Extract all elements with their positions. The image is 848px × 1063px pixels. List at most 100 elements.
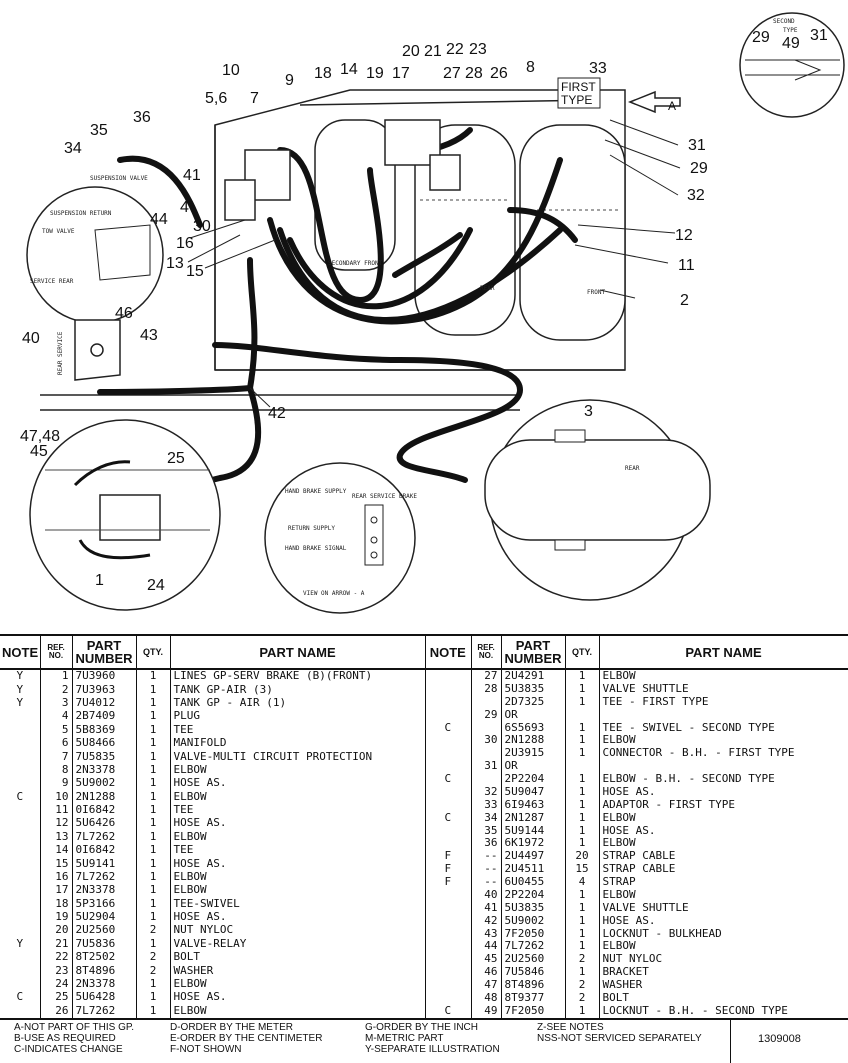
- ref-cell: 47: [471, 979, 502, 992]
- ref-cell: 33: [471, 798, 502, 812]
- part-name-cell: STRAP CABLE: [599, 863, 848, 877]
- ref-cell: 49: [471, 1004, 502, 1018]
- label-front-tank: FRONT: [587, 289, 605, 296]
- part-name-cell: ELBOW: [599, 811, 848, 825]
- part-number-cell: 5U9144: [501, 824, 566, 838]
- part-name-cell: BOLT: [599, 991, 848, 1005]
- note-cell: [425, 837, 472, 851]
- note-cell: [425, 979, 472, 992]
- qty-cell: 1: [565, 824, 600, 838]
- qty-cell: 1: [136, 937, 171, 951]
- callout-1: 1: [95, 572, 104, 589]
- ref-cell: 20: [40, 924, 73, 938]
- note-cell: F: [425, 863, 472, 877]
- note-cell: C: [425, 721, 472, 735]
- part-name-cell: HOSE AS.: [599, 914, 848, 928]
- brake-air-system-diagram: 1 2 3 4 5,6 7 8 9 10 11 12 13 14 15 16 1…: [20, 12, 845, 614]
- qty-cell: 1: [565, 901, 600, 915]
- note-cell: [0, 977, 41, 992]
- bracket-46: [74, 319, 121, 381]
- part-number-cell: 2N3378: [72, 977, 137, 992]
- ref-cell: 29: [471, 708, 502, 722]
- part-number-cell: 2D7325: [501, 695, 566, 709]
- label-suspension-valve: SUSPENSION VALVE: [90, 175, 148, 182]
- callout-7: 7: [250, 90, 259, 107]
- qty-cell: 1: [565, 966, 600, 980]
- ref-cell: 36: [471, 837, 502, 851]
- header-qty: QTY.: [136, 636, 171, 670]
- valve-block: [224, 119, 461, 221]
- ref-cell: 24: [40, 977, 73, 992]
- qty-cell: 1: [565, 798, 600, 812]
- note-cell: C: [425, 773, 472, 786]
- label-rear-tank-detail: REAR: [625, 465, 640, 472]
- qty-cell: 1: [565, 695, 600, 709]
- ref-cell: [471, 773, 502, 786]
- callout-33: 33: [589, 60, 607, 77]
- part-name-cell: HOSE AS.: [599, 824, 848, 838]
- ref-cell: 9: [40, 777, 73, 791]
- label-hand-brake-signal: HAND BRAKE SIGNAL: [285, 545, 347, 552]
- qty-cell: 1: [136, 696, 171, 711]
- part-number-cell: 7U3960: [72, 669, 137, 684]
- part-name-cell: ELBOW: [170, 790, 426, 804]
- ref-cell: --: [471, 863, 502, 877]
- qty-cell: 4: [565, 876, 600, 889]
- callout-14: 14: [340, 61, 358, 78]
- note-cell: [425, 669, 472, 683]
- ref-cell: 44: [471, 940, 502, 954]
- callout-11: 11: [678, 257, 695, 274]
- note-cell: Y: [0, 937, 41, 951]
- label-rear-service-brake: REAR SERVICE BRAKE: [352, 493, 417, 500]
- qty-cell: 1: [565, 773, 600, 786]
- legend-item: G-ORDER BY THE INCH: [365, 1022, 478, 1033]
- qty-cell: 15: [565, 863, 600, 877]
- part-name-cell: TEE - FIRST TYPE: [599, 695, 848, 709]
- part-number-cell: 7L7262: [501, 940, 566, 954]
- callout-35: 35: [90, 122, 108, 139]
- callout-29-detail: 29: [752, 29, 770, 46]
- label-secondary-front: SECONDARY FRONT: [328, 260, 383, 267]
- callout-9: 9: [285, 72, 294, 89]
- leader-lines: [187, 119, 681, 408]
- part-number-cell: 7L7262: [72, 1004, 137, 1018]
- ref-cell: --: [471, 850, 502, 864]
- part-name-cell: [599, 760, 848, 774]
- callout-43: 43: [140, 327, 158, 344]
- label-suspension-return: SUSPENSION RETURN: [50, 210, 112, 217]
- ref-cell: 11: [40, 803, 73, 818]
- callout-12: 12: [675, 227, 693, 244]
- part-name-cell: TEE - SWIVEL - SECOND TYPE: [599, 721, 848, 735]
- part-name-cell: ELBOW - B.H. - SECOND TYPE: [599, 773, 848, 786]
- header-note-right: NOTE: [425, 636, 472, 670]
- ref-cell: 12: [40, 817, 73, 831]
- part-name-cell: STRAP CABLE: [599, 850, 848, 864]
- callout-19: 19: [366, 65, 384, 82]
- part-name-cell: WASHER: [599, 979, 848, 992]
- callout-46: 46: [115, 305, 133, 322]
- qty-cell: 1: [136, 977, 171, 992]
- qty-cell: 1: [136, 884, 171, 898]
- part-name-cell: MANIFOLD: [170, 736, 426, 751]
- note-cell: [0, 830, 41, 844]
- ref-cell: 13: [40, 830, 73, 844]
- suspension-valve-detail: [26, 186, 164, 324]
- legend-separator: [730, 1018, 731, 1063]
